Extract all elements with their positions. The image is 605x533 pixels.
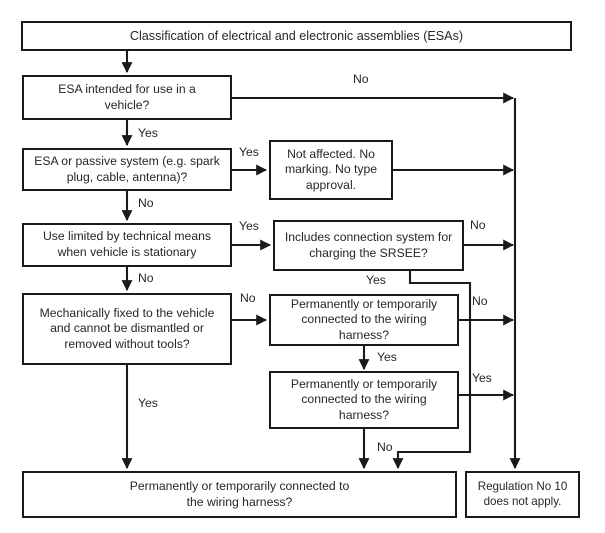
node-includes-connection-system-label: Includes connection system for charging … [284,229,453,260]
edge-label-esa-vehicle-yes: Yes [138,126,158,140]
edge-label-mechanically-fixed-no: No [240,291,256,305]
node-regulation-no-10-does-not-apply-label: Regulation No 10 does not apply. [477,479,568,508]
node-not-affected-label: Not affected. No marking. No type approv… [284,146,378,192]
node-esa-intended-for-vehicle-label: ESA intended for use in a vehicle? [58,81,196,112]
node-not-affected: Not affected. No marking. No type approv… [269,140,393,200]
edge-label-mechanically-fixed-yes: Yes [138,396,158,410]
edge-label-perm-temp-1-no: No [472,294,488,308]
node-regulation-no-10-does-not-apply: Regulation No 10 does not apply. [465,471,580,518]
edge-label-esa-passive-yes: Yes [239,145,259,159]
edge-includes-connection-yes [392,271,472,470]
edge-label-use-limited-yes: Yes [239,219,259,233]
node-classification-title: Classification of electrical and electro… [21,21,572,51]
edge-label-esa-vehicle-no: No [353,72,369,86]
node-use-limited-technical-means-label: Use limited by technical means when vehi… [43,229,211,259]
edge-label-perm-temp-1-yes: Yes [377,350,397,364]
node-esa-intended-for-vehicle: ESA intended for use in a vehicle? [22,75,232,120]
node-permanently-temporarily-connected-1: Permanently or temporarily connected to … [269,294,459,346]
node-classification-title-label: Classification of electrical and electro… [129,28,464,43]
edge-label-perm-temp-2-yes: Yes [472,371,492,385]
edge-label-includes-connection-no: No [470,218,486,232]
node-permanently-temporarily-connected-1-label: Permanently or temporarily connected to … [290,296,438,342]
node-permanently-temporarily-connected-bottom: Permanently or temporarily connected to … [22,471,457,518]
edge-label-includes-connection-yes: Yes [366,273,386,287]
node-mechanically-fixed-label: Mechanically fixed to the vehicle and ca… [39,305,215,351]
node-includes-connection-system: Includes connection system for charging … [273,220,464,271]
edge-label-esa-passive-no: No [138,196,154,210]
node-esa-or-passive-system-label: ESA or passive system (e.g. spark plug, … [34,153,220,184]
node-mechanically-fixed: Mechanically fixed to the vehicle and ca… [22,293,232,365]
node-permanently-temporarily-connected-bottom-label: Permanently or temporarily connected to … [129,478,350,509]
edge-label-perm-temp-2-no: No [377,440,393,454]
node-permanently-temporarily-connected-2: Permanently or temporarily connected to … [269,371,459,429]
node-use-limited-technical-means: Use limited by technical means when vehi… [22,223,232,267]
node-permanently-temporarily-connected-2-label: Permanently or temporarily connected to … [290,376,438,422]
edge-label-use-limited-no: No [138,271,154,285]
node-esa-or-passive-system: ESA or passive system (e.g. spark plug, … [22,148,232,191]
